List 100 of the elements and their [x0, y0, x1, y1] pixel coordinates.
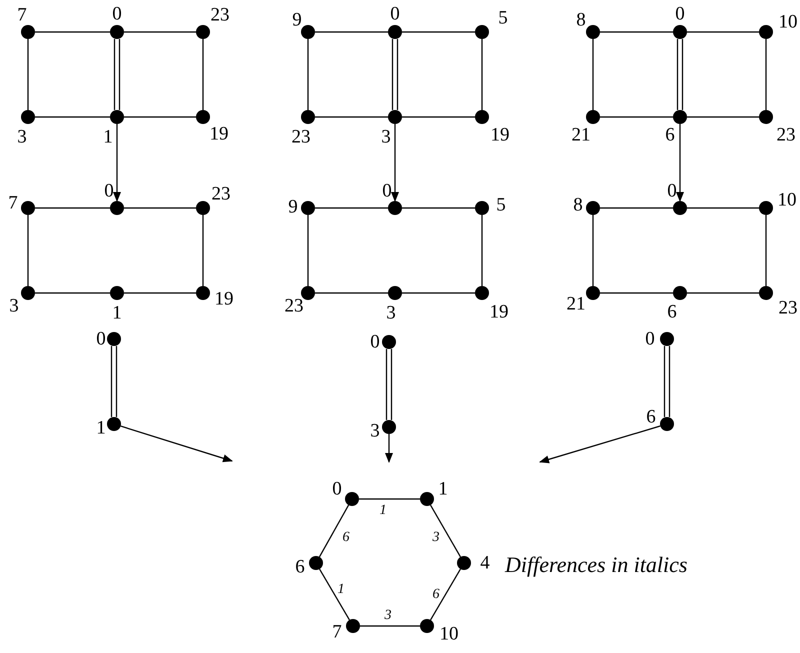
vertex-label: 1 — [103, 128, 113, 146]
graph-edge — [600, 292, 673, 294]
vertex-label: 3 — [370, 422, 380, 440]
graph-edge — [307, 215, 309, 286]
graph-edge — [114, 39, 116, 110]
arrow — [539, 425, 660, 464]
graph-edge — [315, 116, 388, 118]
vertex-label: 0 — [104, 182, 114, 200]
vertex-label: 23 — [292, 128, 310, 146]
vertex-label: 9 — [292, 10, 302, 30]
graph-edge — [116, 346, 118, 417]
arrow — [113, 124, 121, 202]
vertex-label: 6 — [665, 126, 675, 144]
vertex-label: 5 — [498, 8, 508, 28]
vertex-label: 6 — [667, 302, 677, 322]
graph-edge — [390, 349, 392, 420]
vertex-label: 19 — [490, 302, 508, 322]
graph-edge — [118, 39, 120, 110]
graph-edge — [600, 207, 673, 209]
graph-edge — [402, 116, 475, 118]
graph-edge — [35, 31, 110, 33]
graph-edge — [687, 292, 759, 294]
vertex-label: 19 — [214, 290, 234, 308]
graph-edge — [307, 39, 309, 110]
graph-edge — [315, 292, 388, 294]
arrow — [120, 426, 233, 462]
edge-label: 6 — [432, 588, 440, 602]
vertex-label: 6 — [295, 558, 305, 576]
vertex-label: 1 — [112, 304, 122, 322]
edge-label: 1 — [336, 583, 346, 597]
graph-edge — [402, 292, 475, 294]
vertex-label: 10 — [778, 12, 798, 32]
graph-edge — [682, 39, 684, 110]
graph-edge — [676, 39, 678, 110]
graph-edge — [402, 31, 475, 33]
graph-edge — [402, 207, 475, 209]
graph-edge — [27, 39, 29, 110]
vertex-label: 19 — [490, 126, 510, 144]
vertex-label: 7 — [8, 194, 18, 212]
vertex-label: 0 — [667, 182, 677, 200]
vertex-label: 0 — [675, 4, 685, 24]
graph-edge — [359, 498, 420, 500]
graph-edge — [124, 31, 196, 33]
vertex-label: 23 — [212, 184, 230, 204]
graph-edge — [592, 39, 594, 110]
graph-edge — [35, 207, 110, 209]
graph-edge — [668, 346, 670, 417]
graph-edge — [765, 39, 767, 110]
graph-edge — [315, 207, 388, 209]
vertex-label: 3 — [9, 296, 19, 316]
vertex-label: 0 — [112, 4, 122, 24]
vertex-label: 3 — [381, 128, 391, 146]
vertex-label: 21 — [572, 126, 590, 144]
graph-edge — [124, 116, 196, 118]
vertex-label: 23 — [284, 296, 304, 316]
vertex-label: 8 — [576, 10, 586, 30]
vertex-label: 7 — [332, 622, 342, 642]
vertex-label: 5 — [496, 196, 506, 214]
vertex-label: 3 — [386, 304, 396, 322]
vertex-label: 3 — [17, 128, 27, 146]
graph-edge — [430, 504, 462, 558]
graph-edge — [318, 504, 350, 558]
graph-edge — [124, 292, 196, 294]
graph-edge — [202, 39, 204, 110]
graph-edge — [124, 207, 196, 209]
vertex-label: 0 — [645, 330, 655, 348]
arrow — [676, 124, 684, 202]
arrow — [391, 124, 399, 202]
vertex-label: 0 — [332, 480, 342, 498]
graph-edge — [386, 349, 388, 420]
vertex-label: 0 — [390, 4, 400, 24]
graph-edge — [396, 39, 398, 110]
vertex-label: 21 — [566, 294, 586, 314]
graph-edge — [202, 215, 204, 286]
vertex-label: 9 — [288, 198, 298, 216]
graph-edge — [360, 625, 420, 627]
vertex-label: 23 — [778, 298, 798, 318]
vertex-label: 4 — [480, 554, 490, 572]
graph-edge — [687, 116, 759, 118]
graph-edge — [765, 215, 767, 286]
graph-edge — [481, 215, 483, 286]
graph-edge — [687, 31, 759, 33]
vertex-label: 10 — [440, 624, 458, 644]
note-text: Differences in italics — [505, 552, 688, 578]
vertex-label: 19 — [210, 124, 228, 144]
vertex-label: 0 — [96, 330, 106, 348]
vertex-label: 23 — [776, 126, 796, 144]
graph-edge — [315, 31, 388, 33]
graph-edge — [110, 346, 112, 417]
arrow — [385, 434, 393, 463]
vertex-label: 7 — [17, 6, 27, 24]
graph-edge — [319, 568, 350, 620]
graph-edge — [481, 39, 483, 110]
vertex-label: 10 — [778, 190, 796, 210]
vertex-label: 0 — [370, 332, 380, 352]
vertex-label: 8 — [573, 196, 583, 214]
vertex-label: 1 — [438, 480, 448, 498]
graph-edge — [600, 31, 673, 33]
graph-edge — [35, 116, 110, 118]
graph-edge — [35, 292, 110, 294]
